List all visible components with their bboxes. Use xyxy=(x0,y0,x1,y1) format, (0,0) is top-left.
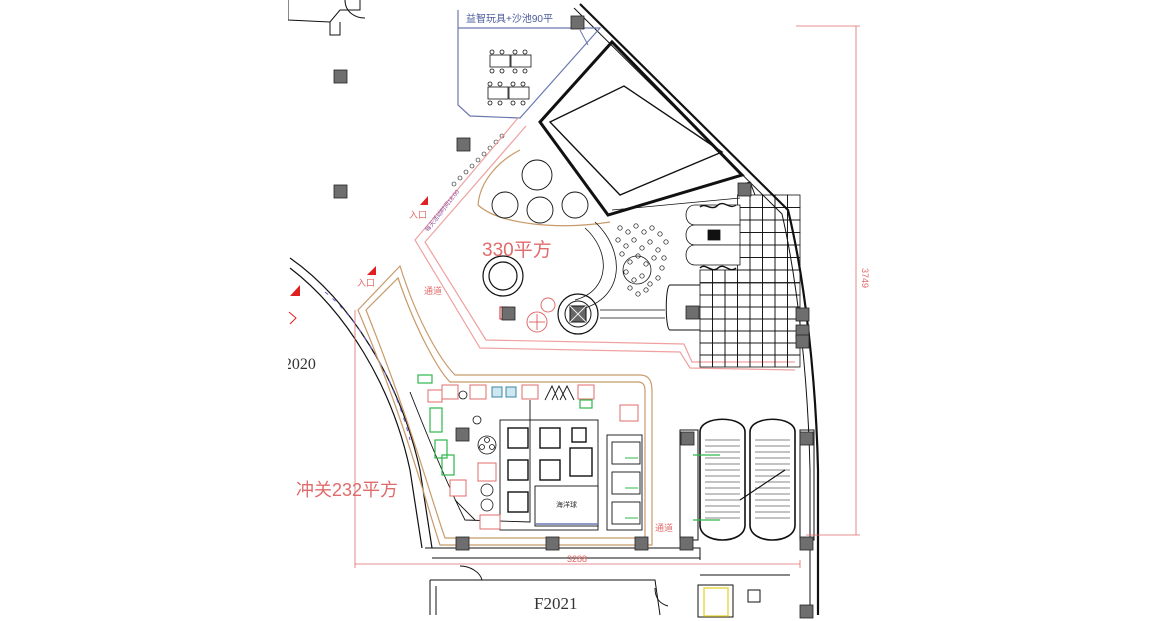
escalator-green xyxy=(693,454,720,521)
area-330-outline xyxy=(414,117,796,371)
top-room: 益智玩具+沙池90平 xyxy=(457,10,602,119)
escalator xyxy=(679,418,815,541)
columns xyxy=(333,15,814,619)
square-pads xyxy=(507,427,593,513)
entrance-label-1: 入口 xyxy=(409,210,427,220)
left-red-fragment xyxy=(288,311,297,325)
triangle-hurdles xyxy=(544,384,575,401)
area-232-inner xyxy=(409,391,599,531)
entrance-label-2: 入口 xyxy=(357,278,375,288)
stepping-circles xyxy=(458,390,497,512)
center-pavilion xyxy=(557,293,599,335)
dimension-height-label: 3749 xyxy=(860,268,870,288)
table-group xyxy=(487,49,532,106)
ball-pool-label: 海洋球 xyxy=(556,500,577,509)
triangular-block xyxy=(538,39,745,217)
area-330-label: 330平方 xyxy=(482,239,552,261)
area-232-outline xyxy=(357,264,653,546)
dimension-width-label: 3288 xyxy=(567,554,587,564)
passage-label-2: 通道 xyxy=(655,522,673,533)
big-ring xyxy=(482,255,524,297)
left-curve-dashed xyxy=(324,291,411,441)
capsule-slides xyxy=(685,202,741,271)
diagonal-note: 每天活动时间18:00 xyxy=(423,188,461,234)
tree-ring xyxy=(622,255,652,285)
ball-pool: 海洋球 xyxy=(534,485,599,527)
entrance-markers xyxy=(290,196,428,296)
yellow-doorway xyxy=(703,587,729,617)
round-tables xyxy=(491,159,589,224)
dimension-width xyxy=(354,310,801,568)
red-equipment xyxy=(427,384,639,530)
top-room-label: 益智玩具+沙池90平 xyxy=(466,12,553,25)
bottom-walls xyxy=(425,547,790,618)
passage-label-1: 通道 xyxy=(424,285,442,296)
dimension-height xyxy=(796,25,860,536)
left-curved-wall xyxy=(289,257,433,549)
room-label-bottom: F2021 xyxy=(534,594,577,613)
red-spinner xyxy=(526,297,556,333)
blue-equipment xyxy=(491,386,517,398)
right-cabinets xyxy=(606,434,643,531)
green-equipment xyxy=(417,374,593,476)
cabinet-green xyxy=(625,457,638,519)
area-232-label: 冲关232平方 xyxy=(296,480,398,500)
left-curve-top xyxy=(287,0,366,36)
area-330-inner xyxy=(477,149,611,227)
tree-cluster xyxy=(615,223,669,297)
